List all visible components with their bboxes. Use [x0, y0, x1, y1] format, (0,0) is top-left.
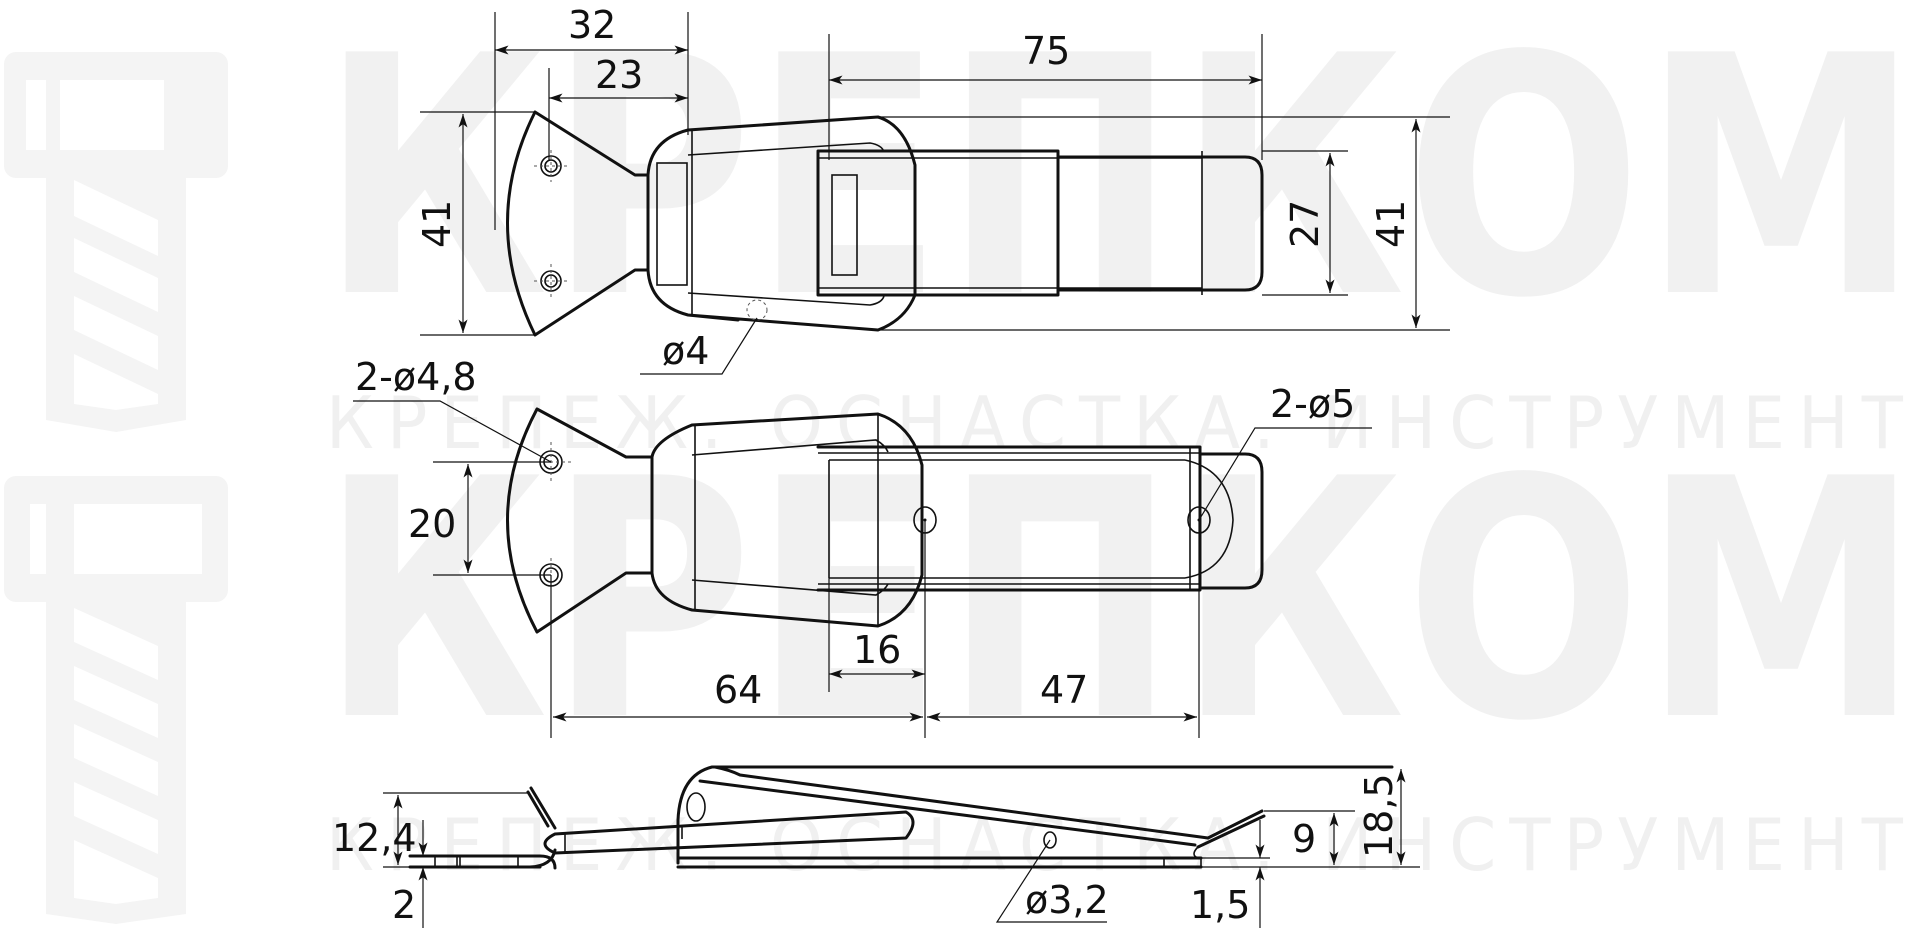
middle-view: 2-ø4,8 2-ø5 20 16 64 47	[353, 355, 1372, 738]
dim-16: 16	[853, 628, 901, 672]
dim-41-right: 41	[1369, 200, 1413, 248]
dim-23: 23	[595, 53, 643, 97]
dim-75: 75	[1022, 29, 1070, 73]
watermark-brand: КРЕПКОМ	[320, 0, 1920, 370]
dim-64: 64	[714, 668, 762, 712]
dim-rivet-hole: ø3,2	[1025, 878, 1109, 922]
dim-base-thickness: 2	[392, 883, 416, 927]
dim-hook-height: 9	[1292, 817, 1316, 861]
bolt-icon	[4, 476, 228, 924]
dim-pin-hole: ø4	[662, 329, 709, 373]
watermark-tagline: КРЕПЕЖ. ОСНАСТКА. ИНСТРУМЕНТ	[326, 803, 1916, 887]
dim-keeper-thickness: 1,5	[1190, 883, 1250, 927]
dim-base-height: 12,4	[332, 816, 417, 860]
watermark: КРЕПКОМ КРЕПКОМ КРЕПЕЖ. ОСНАСТКА. ИНСТРУ…	[4, 0, 1920, 924]
top-view: ø4 32 23 75 41 27 41	[415, 3, 1450, 375]
bolt-icon	[4, 52, 228, 432]
dim-keeper-holes: 2-ø5	[1270, 382, 1355, 426]
side-view: ø3,2 12,4 2 1,5 9 18,5	[332, 765, 1420, 928]
watermark-tagline: КРЕПЕЖ. ОСНАСТКА. ИНСТРУМЕНТ	[326, 381, 1916, 465]
dim-47: 47	[1040, 668, 1088, 712]
dim-base-holes: 2-ø4,8	[355, 355, 477, 399]
dim-32: 32	[568, 3, 616, 47]
dim-41-left: 41	[415, 200, 459, 248]
watermark-brand: КРЕПКОМ	[320, 409, 1920, 793]
dim-20: 20	[408, 502, 456, 546]
dim-overall-height: 18,5	[1357, 773, 1401, 858]
dim-27: 27	[1283, 200, 1327, 248]
